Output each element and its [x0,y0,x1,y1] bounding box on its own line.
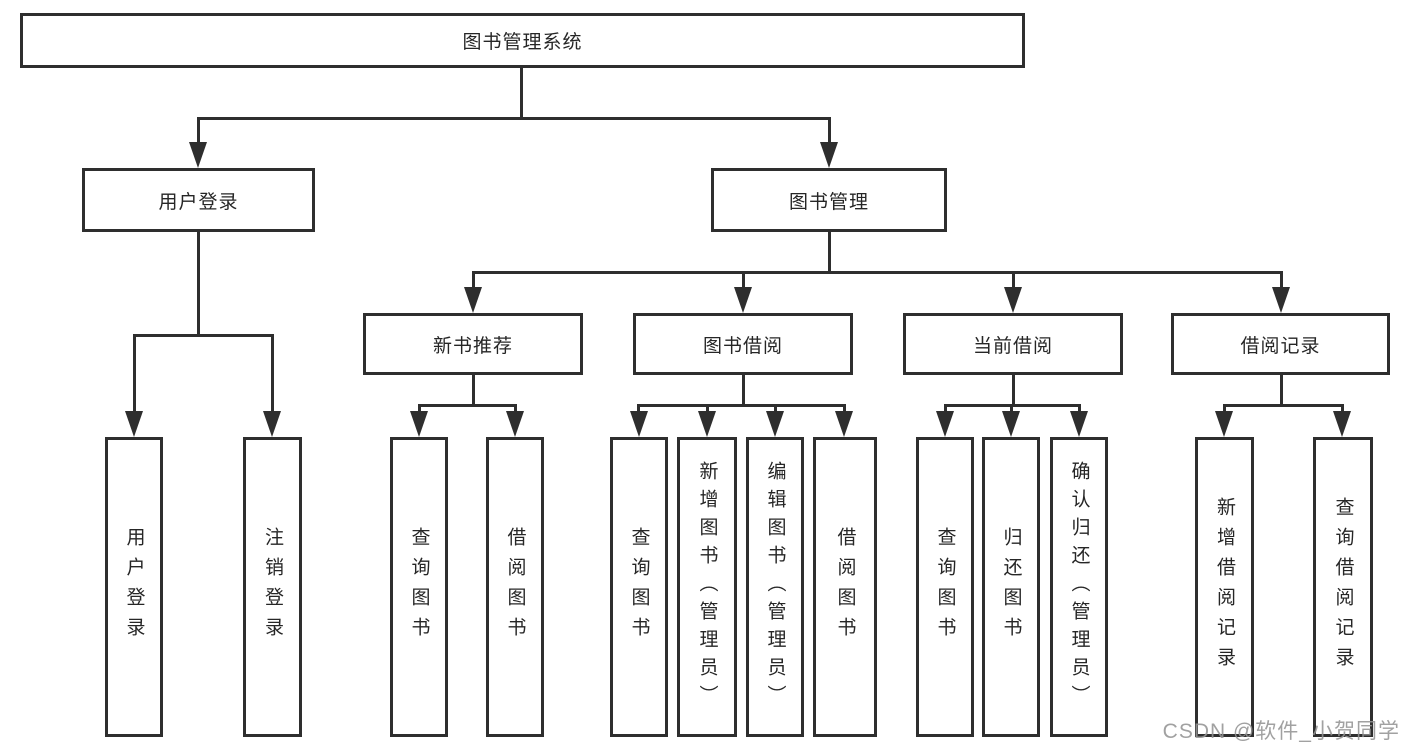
leaf-label: 确认归还（管理员） [1068,461,1090,713]
leaf-edit-book-admin: 编辑图书（管理员） [746,437,804,737]
arrow-down-icon [1070,411,1088,437]
connector-line [197,232,200,336]
connector-line [472,271,1283,274]
connector-line [271,334,274,412]
connector-line [472,375,475,406]
node-borrow-records: 借阅记录 [1171,313,1390,375]
connector-line [843,404,846,413]
leaf-label: 归还图书 [1000,527,1022,647]
arrow-down-icon [189,142,207,168]
connector-line [1280,375,1283,406]
connector-line [828,117,831,144]
node-book-management: 图书管理 [711,168,947,232]
leaf-label: 编辑图书（管理员） [764,461,786,713]
leaf-label: 查询借阅记录 [1332,497,1354,677]
node-label: 当前借阅 [972,335,1053,357]
connector-line [133,334,136,412]
leaf-borrow-books: 借阅图书 [813,437,877,737]
leaf-label: 新增借阅记录 [1214,497,1235,677]
leaf-user-login: 用户登录 [105,437,163,737]
leaf-label: 查询图书 [934,527,956,647]
connector-line [1012,271,1015,289]
leaf-add-borrow-record: 新增借阅记录 [1195,437,1254,737]
connector-line [1223,404,1226,413]
arrow-down-icon [1002,411,1020,437]
leaf-query-books-current: 查询图书 [916,437,974,737]
connector-line [1012,375,1015,406]
leaf-return-book: 归还图书 [982,437,1040,737]
leaf-query-books-recommend: 查询图书 [390,437,448,737]
leaf-add-book-admin: 新增图书（管理员） [677,437,737,737]
connector-line [472,271,475,289]
arrow-down-icon [734,287,752,313]
connector-line [1223,404,1343,407]
leaf-label: 新增图书（管理员） [696,461,718,713]
leaf-query-borrow-record: 查询借阅记录 [1313,437,1373,737]
connector-line [828,232,831,273]
arrow-down-icon [1272,287,1290,313]
connector-line [418,404,421,413]
node-user-login: 用户登录 [82,168,315,232]
leaf-query-books-borrow: 查询图书 [610,437,668,737]
leaf-label: 用户登录 [123,527,145,647]
node-book-borrow: 图书借阅 [633,313,853,375]
connector-line [514,404,517,413]
arrow-down-icon [630,411,648,437]
node-label: 图书借阅 [702,335,783,357]
node-label: 新书推荐 [432,335,513,357]
connector-line [637,404,846,407]
leaf-label: 借阅图书 [504,527,526,647]
node-label: 图书管理 [788,191,869,213]
connector-line [637,404,640,413]
node-current-borrow: 当前借阅 [903,313,1123,375]
leaf-confirm-return-admin: 确认归还（管理员） [1050,437,1108,737]
csdn-watermark: CSDN @软件_小贺同学 [1162,720,1400,743]
arrow-down-icon [936,411,954,437]
leaf-label: 查询图书 [408,527,430,647]
node-library-management-system: 图书管理系统 [20,13,1025,68]
arrow-down-icon [698,411,716,437]
arrow-down-icon [1333,411,1351,437]
node-label: 图书管理系统 [462,32,583,53]
arrow-down-icon [766,411,784,437]
connector-line [1341,404,1344,413]
arrow-down-icon [410,411,428,437]
connector-line [1078,404,1081,413]
connector-line [1010,404,1013,413]
arrow-down-icon [464,287,482,313]
arrow-down-icon [820,142,838,168]
connector-line [197,117,200,144]
leaf-logout: 注销登录 [243,437,302,737]
connector-line [197,117,831,120]
arrow-down-icon [1215,411,1233,437]
leaf-label: 借阅图书 [834,527,856,647]
connector-line [133,334,274,337]
connector-line [706,404,709,413]
connector-line [944,404,947,413]
connector-line [742,271,745,289]
connector-line [418,404,517,407]
connector-line [520,68,523,119]
node-label: 借阅记录 [1240,335,1321,357]
arrow-down-icon [506,411,524,437]
arrow-down-icon [125,411,143,437]
arrow-down-icon [835,411,853,437]
leaf-label: 注销登录 [262,527,283,647]
connector-line [1280,271,1283,289]
leaf-borrow-books-recommend: 借阅图书 [486,437,544,737]
connector-line [742,375,745,406]
node-label: 用户登录 [158,191,239,213]
node-new-book-recommend: 新书推荐 [363,313,583,375]
arrow-down-icon [1004,287,1022,313]
connector-line [774,404,777,413]
arrow-down-icon [263,411,281,437]
leaf-label: 查询图书 [628,527,650,647]
